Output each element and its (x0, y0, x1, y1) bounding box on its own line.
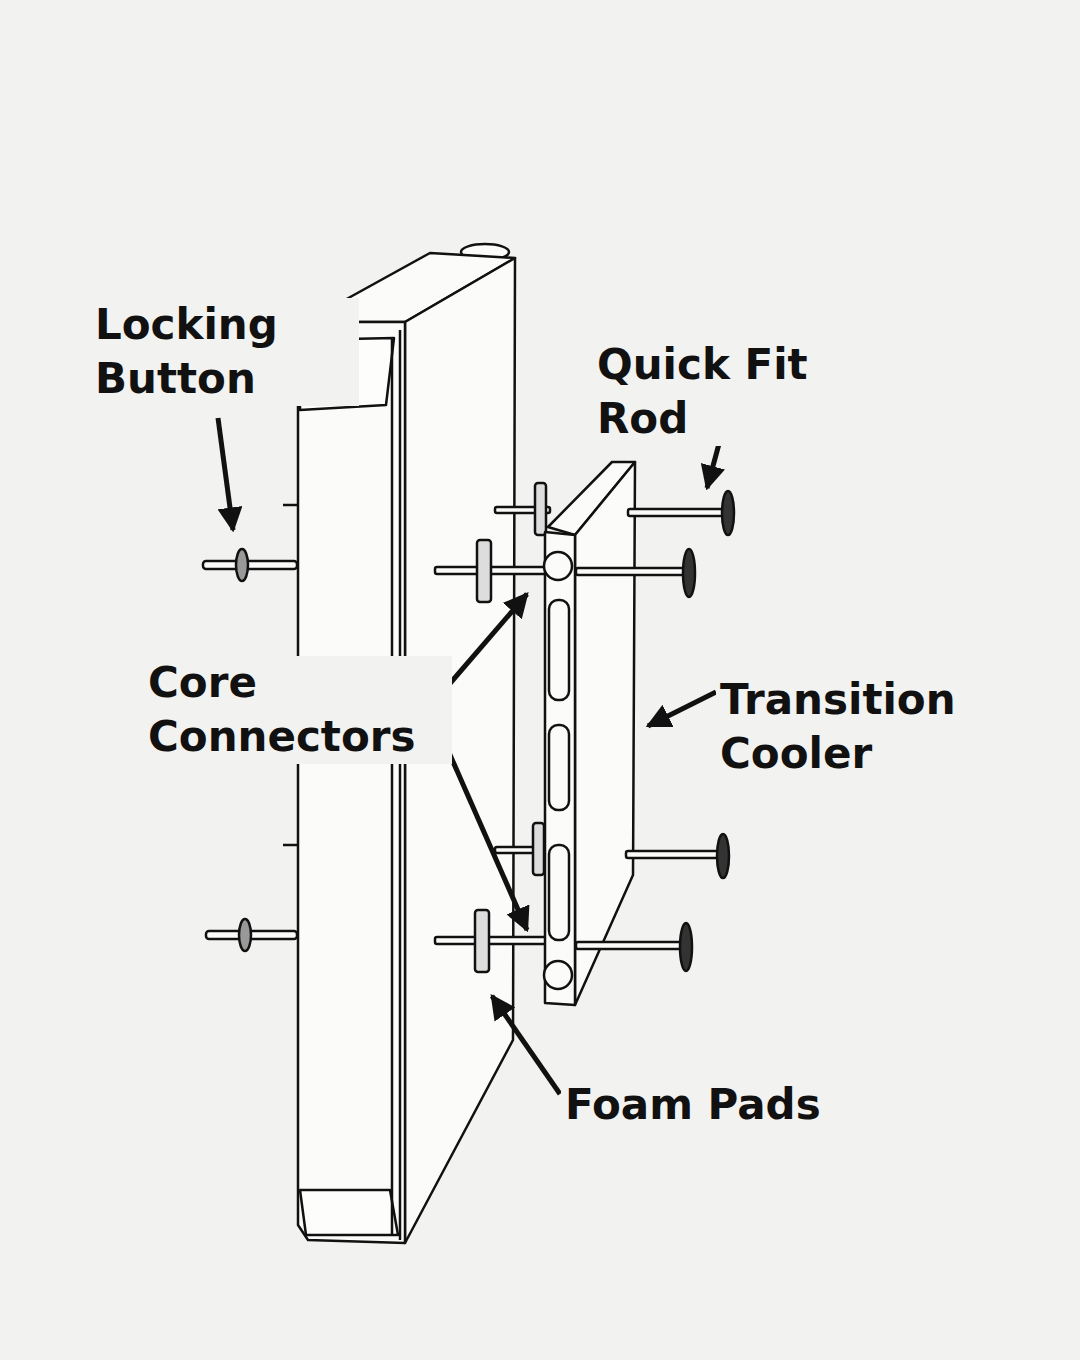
leader-arrows-part (218, 418, 233, 530)
quick-fit-rods-part (628, 509, 726, 516)
radiator-part (399, 330, 402, 1240)
quick-fit-rods-part (683, 549, 695, 597)
transition-cooler-part (575, 462, 635, 1005)
leader-arrows-part (648, 692, 716, 726)
transition-cooler-part (549, 725, 569, 810)
radiator-part (300, 1190, 398, 1235)
transition-cooler-part (544, 961, 572, 989)
locking-rods-part (239, 919, 251, 951)
leader-arrows-part (440, 594, 527, 695)
foam-pads-part (435, 567, 550, 574)
radiator-part (391, 338, 394, 1235)
locking-rods-part (283, 504, 297, 507)
quick-fit-rods-part (722, 491, 734, 535)
transition-cooler-part (549, 600, 569, 700)
part-label: Transition Cooler (716, 673, 1014, 781)
quick-fit-rods-part (576, 568, 686, 575)
foam-pads-part (477, 540, 491, 602)
part-label: Foam Pads (561, 1078, 825, 1132)
leader-arrows-part (440, 732, 527, 930)
foam-pads-part (533, 823, 544, 875)
locking-rods-part (203, 561, 297, 569)
quick-fit-rods-part (680, 923, 692, 971)
quick-fit-rods (576, 491, 734, 971)
locking-rods-part (236, 549, 248, 581)
part-label: Locking Button (91, 298, 359, 406)
part-label: Core Connectors (144, 656, 452, 764)
quick-fit-rods-part (626, 851, 721, 858)
foam-pads-part (475, 910, 489, 972)
foam-pads (435, 483, 550, 972)
transition-cooler-part (544, 552, 572, 580)
transition-cooler-part (549, 845, 569, 940)
quick-fit-rods-part (576, 942, 684, 949)
part-label: Quick Fit Rod (593, 338, 851, 446)
foam-pads-part (535, 483, 546, 535)
leader-arrows-part (492, 996, 560, 1094)
radiator-part (298, 322, 405, 1243)
transition-cooler-part (545, 532, 575, 1005)
locking-rods-part (283, 844, 297, 847)
foam-pads-part (435, 937, 550, 944)
transition-cooler (544, 462, 635, 1005)
quick-fit-rods-part (717, 834, 729, 878)
